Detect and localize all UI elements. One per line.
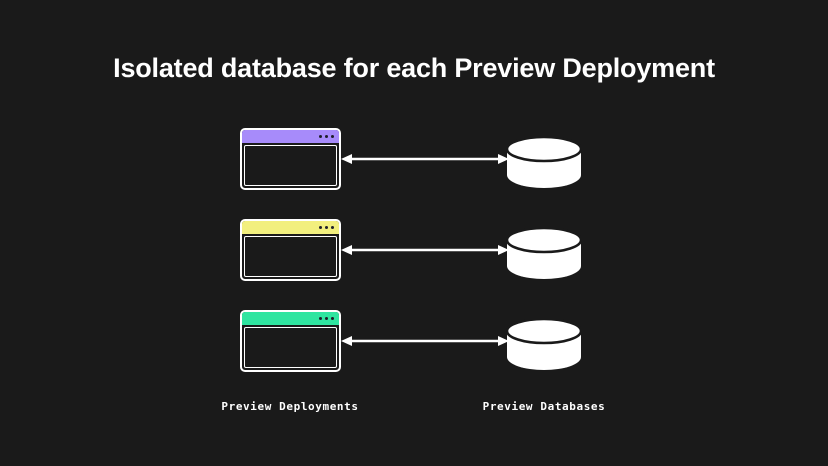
- preview-deployments-caption: Preview Deployments: [221, 400, 359, 413]
- window-dot-icon: [319, 226, 322, 229]
- preview-deployment-window[interactable]: [240, 128, 341, 190]
- window-controls[interactable]: [319, 135, 334, 138]
- window-titlebar: [242, 312, 339, 325]
- preview-deployment-window[interactable]: [240, 310, 341, 372]
- window-dot-icon: [325, 317, 328, 320]
- window-dot-icon: [331, 226, 334, 229]
- bidirectional-arrow-icon: [341, 154, 509, 164]
- window-titlebar: [242, 130, 339, 143]
- preview-database-icon[interactable]: [505, 318, 583, 370]
- window-titlebar: [242, 221, 339, 234]
- window-dot-icon: [325, 135, 328, 138]
- window-dot-icon: [319, 135, 322, 138]
- preview-database-icon[interactable]: [505, 227, 583, 279]
- window-dot-icon: [325, 226, 328, 229]
- window-viewport: [244, 236, 337, 277]
- preview-databases-caption: Preview Databases: [482, 400, 606, 413]
- window-controls[interactable]: [319, 317, 334, 320]
- diagram-container: [0, 120, 828, 400]
- bidirectional-arrow-icon: [341, 336, 509, 346]
- page-title: Isolated database for each Preview Deplo…: [113, 53, 715, 83]
- preview-deployment-window[interactable]: [240, 219, 341, 281]
- diagram-row: [0, 310, 828, 386]
- preview-database-icon[interactable]: [505, 136, 583, 188]
- diagram-row: [0, 219, 828, 295]
- bidirectional-arrow-icon: [341, 245, 509, 255]
- window-controls[interactable]: [319, 226, 334, 229]
- diagram-row: [0, 128, 828, 204]
- window-dot-icon: [319, 317, 322, 320]
- window-viewport: [244, 327, 337, 368]
- window-dot-icon: [331, 135, 334, 138]
- window-viewport: [244, 145, 337, 186]
- window-dot-icon: [331, 317, 334, 320]
